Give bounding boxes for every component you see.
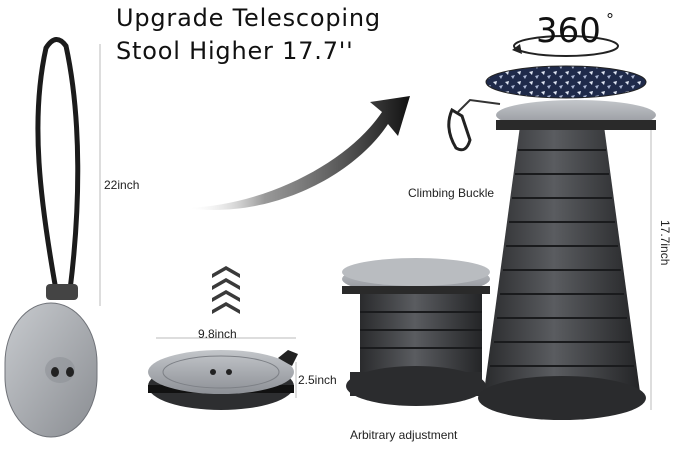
upgrade-arrow bbox=[186, 96, 410, 210]
extended-height-label: 17.7inch bbox=[658, 220, 672, 266]
headline-line-1: Upgrade Telescoping bbox=[116, 4, 381, 32]
rotation-value: 360 bbox=[536, 11, 601, 51]
rotation-degree-symbol: ° bbox=[606, 10, 614, 29]
disc-height-label: 2.5inch bbox=[298, 373, 337, 387]
tall-stool-body bbox=[484, 126, 640, 392]
strap-clip bbox=[46, 284, 78, 300]
rotation-ring bbox=[513, 35, 619, 57]
disc-diameter-label: 9.8inch bbox=[198, 327, 237, 341]
arbitrary-adjustment-label: Arbitrary adjustment bbox=[350, 428, 458, 442]
disc-hole bbox=[66, 367, 74, 377]
expand-chevrons bbox=[212, 266, 240, 314]
climbing-buckle-label: Climbing Buckle bbox=[408, 186, 495, 200]
collapsed-stool-lid bbox=[148, 350, 294, 394]
tall-stool-foot bbox=[478, 376, 646, 420]
clip-tab bbox=[278, 350, 298, 366]
shoulder-strap bbox=[35, 37, 81, 291]
headline-line-2: Stool Higher 17.7'' bbox=[116, 37, 354, 65]
carabiner-buckle bbox=[447, 107, 472, 152]
disc-hole bbox=[51, 367, 59, 377]
patterned-seat-cushion bbox=[485, 65, 647, 99]
strap-length-label: 22inch bbox=[104, 178, 140, 192]
medium-stool-body bbox=[360, 292, 482, 372]
